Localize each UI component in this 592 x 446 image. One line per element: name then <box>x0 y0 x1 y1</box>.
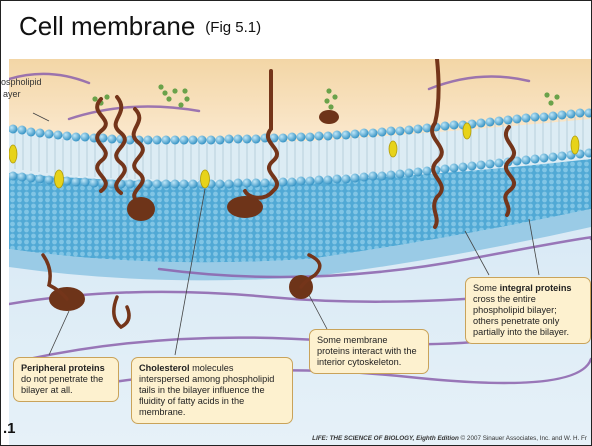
callout-peripheral-text: do not penetrate the bilayer at all. <box>21 374 103 395</box>
callout-integral-pre: Some <box>473 283 500 293</box>
callout-integral-bold: integral proteins <box>500 283 572 293</box>
label-bilayer: ayer <box>3 89 21 99</box>
credit-copyright: © 2007 Sinauer Associates, Inc. and W. H… <box>461 435 587 442</box>
callout-cytoskeleton: Some membrane proteins interact with the… <box>309 329 429 374</box>
title-text: Cell membrane <box>19 11 195 41</box>
figure-number: .1 <box>3 420 16 437</box>
figure-reference: (Fig 5.1) <box>205 19 261 36</box>
callout-cholesterol-bold: Cholesterol <box>139 363 190 373</box>
credit-book-title: LIFE: THE SCIENCE OF BIOLOGY, Eighth Edi… <box>312 435 459 442</box>
callout-peripheral-bold: Peripheral proteins <box>21 363 105 373</box>
callout-cholesterol: Cholesterol molecules interspersed among… <box>131 357 293 424</box>
membrane-figure: ospholipid ayer Peripheral proteins do n… <box>9 59 591 445</box>
callout-cytoskeleton-text: Some membrane proteins interact with the… <box>317 335 417 367</box>
slide-title: Cell membrane (Fig 5.1) <box>19 11 261 42</box>
callout-integral-proteins: Some integral proteins cross the entire … <box>465 277 591 344</box>
figure-credit: LIFE: THE SCIENCE OF BIOLOGY, Eighth Edi… <box>312 435 587 442</box>
callout-integral-text: cross the entire phospholipid bilayer; o… <box>473 294 569 337</box>
label-phospholipid: ospholipid <box>1 77 42 87</box>
callout-peripheral-proteins: Peripheral proteins do not penetrate the… <box>13 357 119 402</box>
